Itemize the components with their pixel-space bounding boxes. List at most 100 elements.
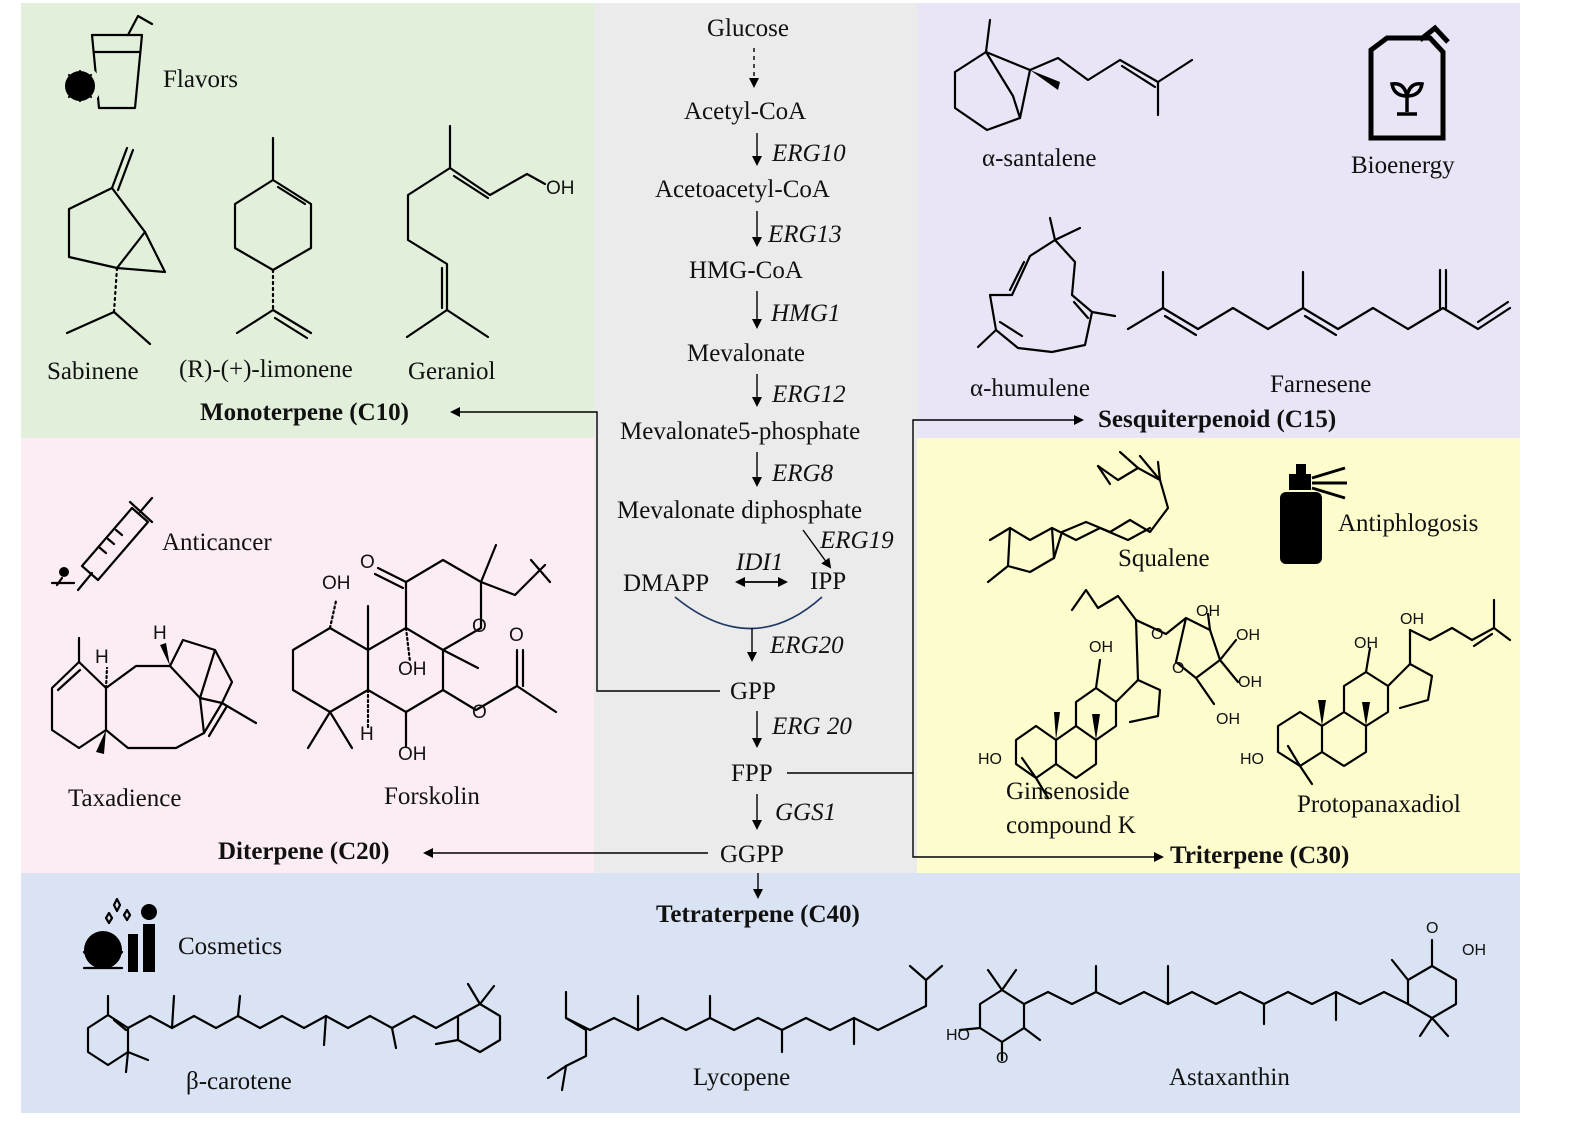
arrow-to-triterpene (912, 773, 1164, 862)
drink-icon (59, 14, 154, 110)
protopanaxadiol-label: Protopanaxadiol (1297, 791, 1461, 818)
anticancer-label: Anticancer (162, 529, 272, 556)
dmapp-label: DMAPP (623, 570, 710, 597)
geraniol-structure (405, 124, 547, 339)
pathway-panel (594, 3, 917, 873)
humulene-label: α-humulene (970, 375, 1091, 402)
forskolin-o-label-2: O (472, 616, 487, 637)
ginsenoside-label-line2: compound K (1006, 812, 1136, 839)
taxadiene-h-label-2: H (153, 623, 167, 644)
cosmetics-label: Cosmetics (178, 933, 283, 960)
ginsenoside-o-label-2: O (1172, 660, 1185, 677)
astaxanthin-oh-label: OH (1462, 942, 1486, 959)
ginsenoside-structure (1014, 588, 1240, 800)
erg20-label: ERG20 (770, 632, 844, 659)
forskolin-structure (291, 543, 558, 750)
ginsenoside-oh-label-3: OH (1236, 627, 1260, 644)
forskolin-o-label-3: O (509, 625, 524, 646)
ginsenoside-oh-label-5: OH (1216, 711, 1240, 728)
ginsenoside-oh-label-2: OH (1196, 603, 1220, 620)
monoterpene-label: Monoterpene (C10) (200, 399, 409, 426)
mevalonate5-phosphate-label: Mevalonate5-phosphate (620, 418, 861, 445)
flavors-label: Flavors (163, 66, 238, 93)
arrow-erg19 (802, 529, 832, 569)
santalene-structure (953, 18, 1194, 132)
sabinene-structure (65, 146, 167, 346)
sesquiterpenoid-label: Sesquiterpenoid (C15) (1098, 406, 1337, 433)
protopanaxadiol-oh-label-2: OH (1400, 611, 1424, 628)
humulene-structure (976, 216, 1117, 354)
erg12-label: ERG12 (772, 381, 846, 408)
triterpene-label: Triterpene (C30) (1170, 842, 1350, 869)
geraniol-oh-label: OH (546, 178, 575, 199)
ginsenoside-label-line1: Ginsenoside (1006, 778, 1130, 805)
sabinene-label: Sabinene (47, 358, 139, 385)
mevalonate-label: Mevalonate (687, 340, 806, 367)
forskolin-oh-label-2: OH (398, 659, 427, 680)
farnesene-structure (1126, 268, 1512, 337)
astaxanthin-label: Astaxanthin (1169, 1064, 1290, 1091)
santalene-label: α-santalene (982, 145, 1097, 172)
hmg-coa-label: HMG-CoA (689, 257, 803, 284)
taxadience-structure (50, 636, 258, 754)
forskolin-h-label: H (360, 724, 374, 745)
astaxanthin-o-label-2: O (996, 1050, 1009, 1067)
astaxanthin-o-label-1: O (1426, 920, 1439, 937)
fuel-can-icon (1368, 24, 1450, 141)
limonene-structure (233, 136, 313, 340)
squalene-structure (986, 450, 1170, 584)
protopanaxadiol-structure (1276, 598, 1512, 786)
condensation-arc (674, 596, 823, 630)
ggpp-label: GGPP (720, 841, 784, 868)
ginsenoside-ho-label: HO (978, 751, 1002, 768)
bioenergy-panel (917, 3, 1520, 438)
cosmetics-icon (82, 897, 157, 972)
protopanaxadiol-ho-label: HO (1240, 751, 1264, 768)
ginsenoside-o-label-1: O (1151, 626, 1164, 643)
idi1-label: IDI1 (736, 549, 784, 576)
protopanaxadiol-oh-label-1: OH (1354, 635, 1378, 652)
hmg1-label: HMG1 (771, 300, 841, 327)
bioenergy-label: Bioenergy (1351, 152, 1455, 179)
erg13-label: ERG13 (768, 221, 842, 248)
erg20b-label: ERG 20 (772, 713, 852, 740)
farnesene-label: Farnesene (1270, 371, 1372, 398)
cosmetics-panel (21, 873, 1520, 1113)
taxadience-label: Taxadience (68, 785, 182, 812)
acetoacetyl-coa-label: Acetoacetyl-CoA (655, 176, 830, 203)
ggs1-label: GGS1 (775, 799, 837, 826)
fpp-label: FPP (731, 760, 773, 787)
forskolin-oh-label-1: OH (322, 573, 351, 594)
erg8-label: ERG8 (772, 460, 834, 487)
limonene-label: (R)-(+)-limonene (179, 356, 353, 383)
glucose-label: Glucose (707, 15, 789, 42)
taxadiene-h-label-1: H (95, 647, 109, 668)
flavors-panel (21, 3, 594, 438)
spray-can-icon (1280, 464, 1347, 564)
forskolin-o-label-1: O (360, 552, 375, 573)
gpp-label: GPP (730, 678, 776, 705)
lycopene-structure (546, 964, 944, 1092)
arrow-to-sesquiterpenoid (787, 415, 1084, 774)
ginsenoside-oh-label-4: OH (1238, 674, 1262, 691)
carotene-structure (86, 982, 502, 1074)
forskolin-o-label-4: O (472, 702, 487, 723)
squalene-label: Squalene (1118, 545, 1210, 572)
carotene-label: β-carotene (186, 1068, 292, 1095)
ipp-label: IPP (810, 568, 847, 595)
forskolin-label: Forskolin (384, 783, 480, 810)
diterpene-label: Diterpene (C20) (218, 838, 390, 865)
anticancer-panel (21, 438, 594, 873)
lycopene-label: Lycopene (693, 1064, 791, 1091)
tetraterpene-label: Tetraterpene (C40) (656, 901, 860, 928)
acetyl-coa-label: Acetyl-CoA (684, 98, 807, 125)
mevalonate-diphosphate-label: Mevalonate diphosphate (617, 497, 863, 524)
arrow-to-monoterpene (450, 407, 720, 692)
erg10-label: ERG10 (772, 140, 846, 167)
syringe-icon (50, 496, 154, 592)
astaxanthin-structure (958, 938, 1458, 1062)
erg19-label: ERG19 (820, 527, 894, 554)
astaxanthin-ho-label: HO (946, 1027, 970, 1044)
